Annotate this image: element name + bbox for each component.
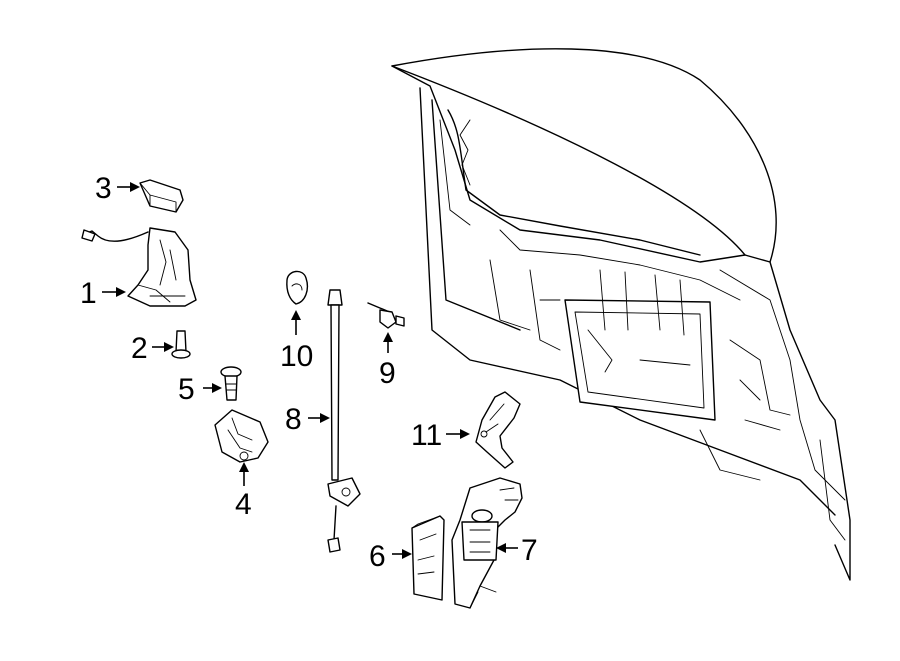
callout-10: 10 — [280, 340, 313, 373]
callout-2: 2 — [131, 332, 148, 365]
part-1-latch — [81, 227, 197, 307]
part-6-module — [411, 515, 445, 601]
part-11-bracket — [475, 391, 521, 469]
part-10-clip — [286, 270, 309, 305]
leader-arrows — [102, 182, 518, 559]
callout-1: 1 — [80, 277, 97, 310]
part-7-actuator — [451, 477, 523, 609]
callout-9: 9 — [379, 357, 396, 390]
part-2-bolt — [171, 330, 191, 359]
callout-labels: 1 2 3 4 5 6 7 8 9 10 11 — [80, 172, 538, 573]
part-4-striker — [214, 409, 269, 463]
liftgate-panel — [391, 48, 851, 581]
part-9-pin — [367, 302, 405, 329]
callout-6: 6 — [369, 540, 386, 573]
callout-3: 3 — [95, 172, 112, 205]
part-8-strut — [327, 289, 361, 553]
part-5-bolt — [220, 366, 242, 401]
callout-11: 11 — [411, 419, 442, 452]
callout-8: 8 — [285, 403, 302, 436]
callout-4: 4 — [235, 488, 252, 521]
callout-5: 5 — [178, 373, 195, 406]
part-3-block — [139, 179, 184, 213]
callout-7: 7 — [521, 534, 538, 567]
